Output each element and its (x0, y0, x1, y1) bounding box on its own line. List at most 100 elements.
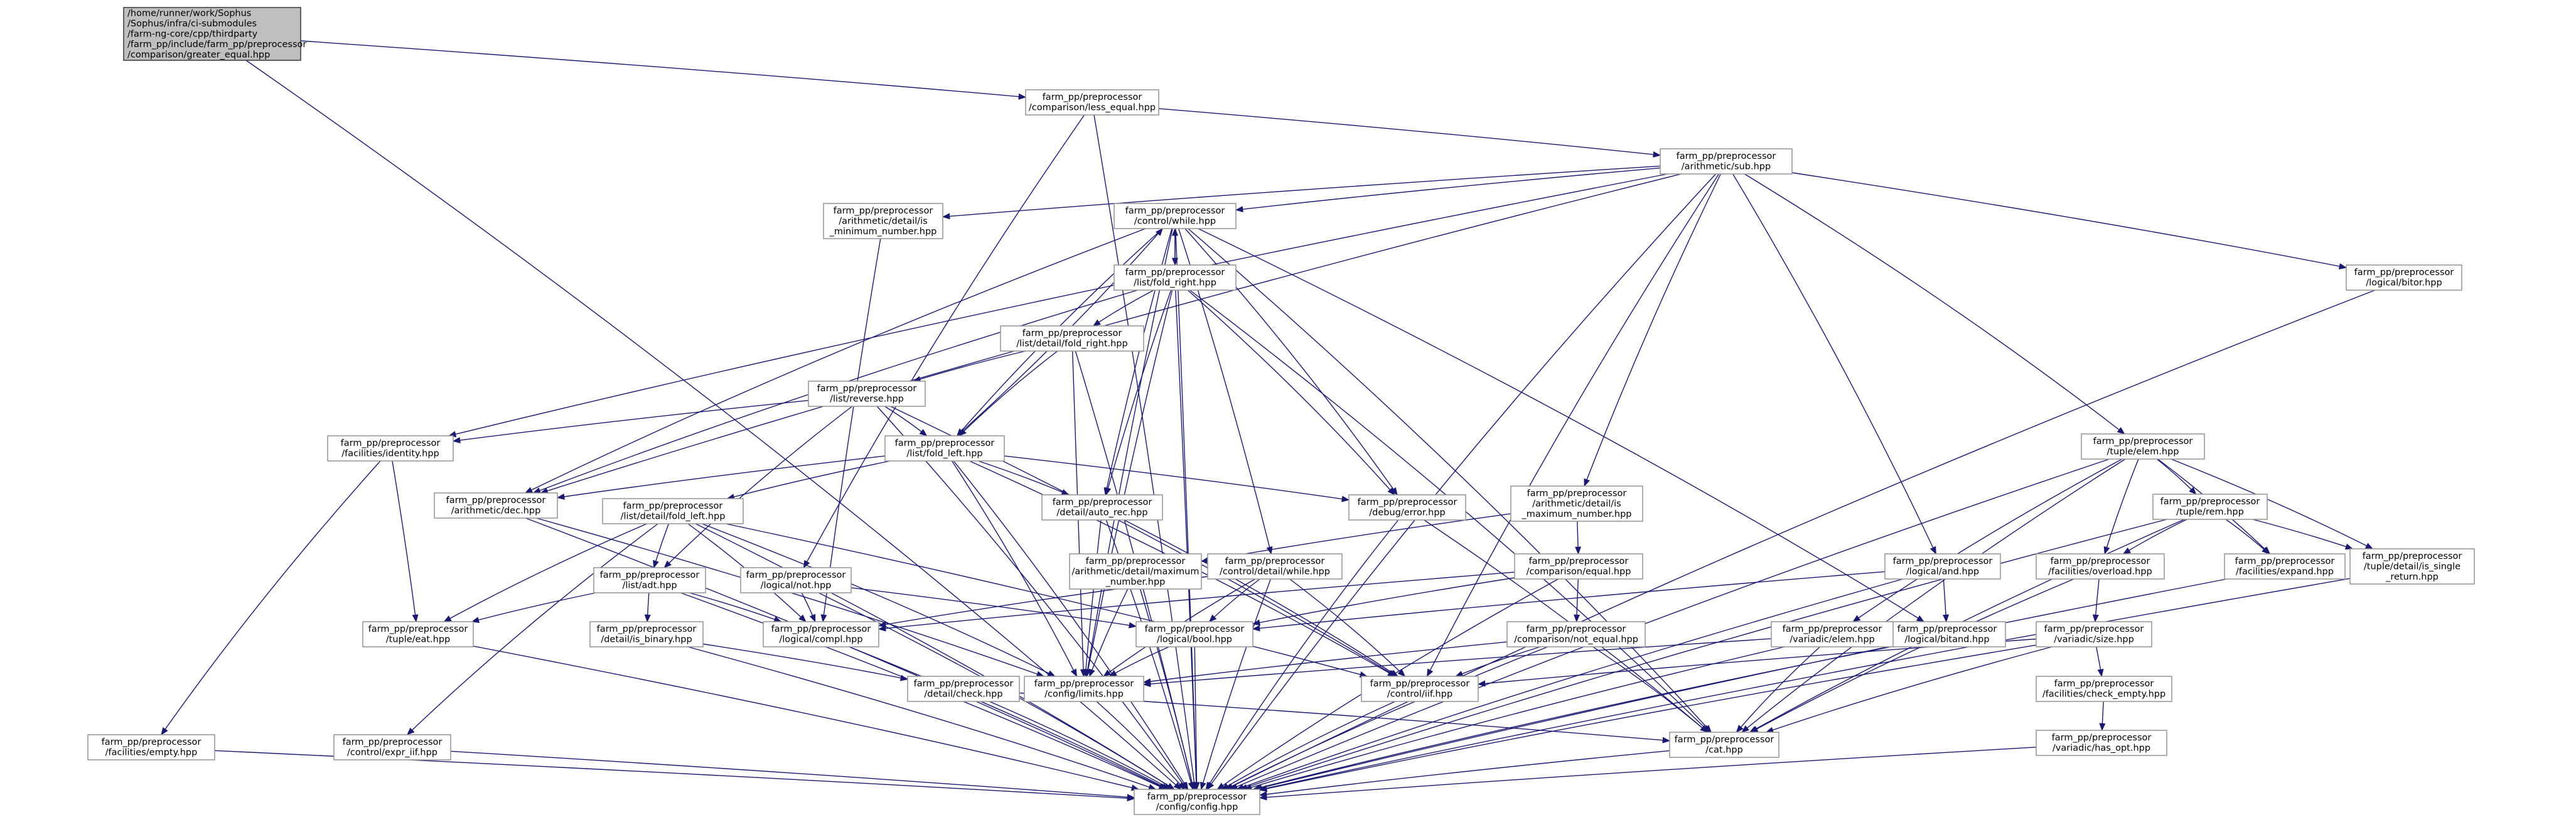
node-fold-right[interactable]: farm_pp/preprocessor/list/fold_right.hpp (1114, 264, 1237, 291)
node-is-single[interactable]: farm_pp/preprocessor/tuple/detail/is_sin… (2349, 548, 2475, 585)
node-label-line: /comparison/not_equal.hpp (1514, 635, 1638, 645)
node-box (2036, 730, 2167, 756)
node-box (1361, 676, 1479, 702)
node-label-line: /control/while.hpp (1134, 217, 1216, 227)
node-label-line: farm_pp/preprocessor (1675, 735, 1774, 745)
edge-sub-to-identity (448, 173, 1668, 438)
node-label-line: /list/detail/fold_right.hpp (1016, 339, 1127, 349)
node-bitand[interactable]: farm_pp/preprocessor/logical/bitand.hpp (1888, 621, 2006, 647)
node-box (1069, 553, 1202, 590)
edge-greater-equal-to-less-equal (300, 40, 1027, 100)
node-label-line: /config/config.hpp (1156, 803, 1238, 813)
node-label-line: /facilities/expand.hpp (2236, 567, 2334, 577)
edge-and-to-bool (1252, 571, 1886, 632)
node-label-line: farm_pp/preprocessor (343, 737, 443, 747)
node-expand[interactable]: farm_pp/preprocessor/facilities/expand.h… (2224, 553, 2346, 580)
node-label-line: /arithmetic/dec.hpp (451, 506, 541, 516)
node-cat[interactable]: farm_pp/preprocessor/cat.hpp (1669, 732, 1779, 758)
node-empty[interactable]: farm_pp/preprocessor/facilities/empty.hp… (87, 734, 215, 760)
node-limits[interactable]: farm_pp/preprocessor/config/limits.hpp (1024, 676, 1144, 702)
edge-less-equal-to-not (803, 114, 1085, 569)
edge-fold-left-to-auto-rec (978, 460, 1070, 495)
edge-d-fold-right-to-reverse (913, 350, 1026, 382)
edge-error-to-config (1205, 519, 1399, 791)
node-label-line: /tuple/eat.hpp (386, 635, 451, 645)
edge-check-empty-to-has-opt (2099, 701, 2106, 732)
node-box (434, 492, 558, 519)
node-iif[interactable]: farm_pp/preprocessor/control/iif.hpp (1361, 676, 1479, 702)
node-label-line: farm_pp/preprocessor (2235, 556, 2335, 566)
edge-identity-to-empty (161, 460, 381, 736)
edge-while-to-cat (1188, 228, 1712, 733)
node-while[interactable]: farm_pp/preprocessor/control/while.hpp (1114, 203, 1237, 229)
edge-auto-rec-to-limits (1082, 519, 1102, 678)
edge-fold-left-to-d-fold-left (726, 460, 891, 500)
node-config[interactable]: farm_pp/preprocessor/config/config.hpp (1134, 789, 1260, 815)
edge-t-elem-to-overload (2103, 458, 2139, 555)
node-size[interactable]: farm_pp/preprocessor/variadic/size.hpp (2036, 621, 2152, 647)
node-rem[interactable]: farm_pp/preprocessor/tuple/rem.hpp (2152, 494, 2268, 520)
node-label-line: /list/fold_right.hpp (1134, 278, 1216, 288)
node-label-line: /list/fold_left.hpp (906, 449, 982, 459)
node-d-fold-left[interactable]: farm_pp/preprocessor/list/detail/fold_le… (602, 498, 744, 524)
node-label-line: _number.hpp (1105, 577, 1166, 587)
edge-d-fold-left-to-adt (653, 523, 669, 569)
edge-not-equal-to-cat (1592, 646, 1709, 733)
node-and[interactable]: farm_pp/preprocessor/logical/and.hpp (1884, 553, 2001, 580)
node-has-opt[interactable]: farm_pp/preprocessor/variadic/has_opt.hp… (2036, 730, 2167, 756)
node-d-fold-right[interactable]: farm_pp/preprocessor/list/detail/fold_ri… (1000, 325, 1144, 352)
node-reverse[interactable]: farm_pp/preprocessor/list/reverse.hpp (808, 381, 926, 407)
edge-and-to-config (1236, 578, 1903, 790)
node-box (1207, 553, 1343, 580)
node-box (2036, 553, 2165, 580)
node-check-empty[interactable]: farm_pp/preprocessor/facilities/check_em… (2036, 676, 2172, 702)
node-label-line: /comparison/equal.hpp (1527, 567, 1631, 577)
node-label-line: farm_pp/preprocessor (2093, 436, 2193, 446)
node-is-max[interactable]: farm_pp/preprocessor/arithmetic/detail/i… (1510, 485, 1643, 522)
node-is-binary[interactable]: farm_pp/preprocessor/detail/is_binary.hp… (589, 621, 704, 647)
node-sub[interactable]: farm_pp/preprocessor/arithmetic/sub.hpp (1660, 148, 1793, 175)
node-less-equal[interactable]: farm_pp/preprocessor/comparison/less_equ… (1025, 89, 1159, 116)
edge-equal-to-bool (1252, 577, 1515, 626)
node-is-min[interactable]: farm_pp/preprocessor/arithmetic/detail/i… (823, 203, 943, 239)
node-v-elem[interactable]: farm_pp/preprocessor/variadic/elem.hpp (1771, 621, 1894, 647)
node-bool[interactable]: farm_pp/preprocessor/logical/bool.hpp (1135, 621, 1253, 647)
node-label-line: /facilities/empty.hpp (105, 748, 198, 758)
node-dec[interactable]: farm_pp/preprocessor/arithmetic/dec.hpp (434, 492, 558, 519)
node-identity[interactable]: farm_pp/preprocessor/facilities/identity… (327, 435, 454, 462)
node-d-while[interactable]: farm_pp/preprocessor/control/detail/whil… (1207, 553, 1343, 580)
edge-v-elem-to-limits (1142, 638, 1772, 688)
node-overload[interactable]: farm_pp/preprocessor/facilities/overload… (2036, 553, 2165, 580)
edge-less-equal-to-sub (1158, 108, 1661, 158)
node-max-num[interactable]: farm_pp/preprocessor/arithmetic/detail/m… (1069, 553, 1202, 590)
node-fold-left[interactable]: farm_pp/preprocessor/list/fold_left.hpp (884, 435, 1005, 462)
node-bitor[interactable]: farm_pp/preprocessor/logical/bitor.hpp (2346, 264, 2462, 291)
node-label-line: farm_pp/preprocessor (1370, 679, 1470, 689)
edge-fold-left-to-limits (952, 460, 1078, 678)
node-box (1024, 676, 1144, 702)
node-label-line: farm_pp/preprocessor (1529, 556, 1629, 566)
node-label-line: farm_pp/preprocessor (1147, 792, 1247, 802)
node-adt[interactable]: farm_pp/preprocessor/list/adt.hpp (593, 567, 706, 593)
node-check[interactable]: farm_pp/preprocessor/detail/check.hpp (907, 676, 1020, 702)
node-label-line: /tuple/detail/is_single (2364, 561, 2461, 571)
node-not[interactable]: farm_pp/preprocessor/logical/not.hpp (740, 567, 852, 593)
node-error[interactable]: farm_pp/preprocessor/debug/error.hpp (1348, 494, 1466, 521)
node-label-line: /facilities/check_empty.hpp (2042, 690, 2165, 700)
edge-reverse-to-config (876, 406, 1188, 791)
node-box (823, 203, 943, 239)
node-eat[interactable]: farm_pp/preprocessor/tuple/eat.hpp (362, 621, 474, 647)
edge-d-fold-left-to-expr-iif (406, 523, 658, 735)
node-t-elem[interactable]: farm_pp/preprocessor/tuple/elem.hpp (2081, 433, 2205, 460)
node-expr-iif[interactable]: farm_pp/preprocessor/control/expr_iif.hp… (333, 734, 451, 760)
edge-not-equal-to-limits (1142, 641, 1508, 685)
node-compl[interactable]: farm_pp/preprocessor/logical/compl.hpp (763, 621, 879, 647)
node-box (1771, 621, 1894, 647)
edge-expand-to-config (1254, 578, 2227, 791)
node-equal[interactable]: farm_pp/preprocessor/comparison/equal.hp… (1514, 553, 1643, 580)
node-label-line: /home/runner/work/Sophus (127, 8, 251, 18)
node-not-equal[interactable]: farm_pp/preprocessor/comparison/not_equa… (1506, 621, 1646, 647)
node-auto-rec[interactable]: farm_pp/preprocessor/detail/auto_rec.hpp (1041, 494, 1163, 521)
edge-fold-right-to-error (1187, 289, 1395, 495)
